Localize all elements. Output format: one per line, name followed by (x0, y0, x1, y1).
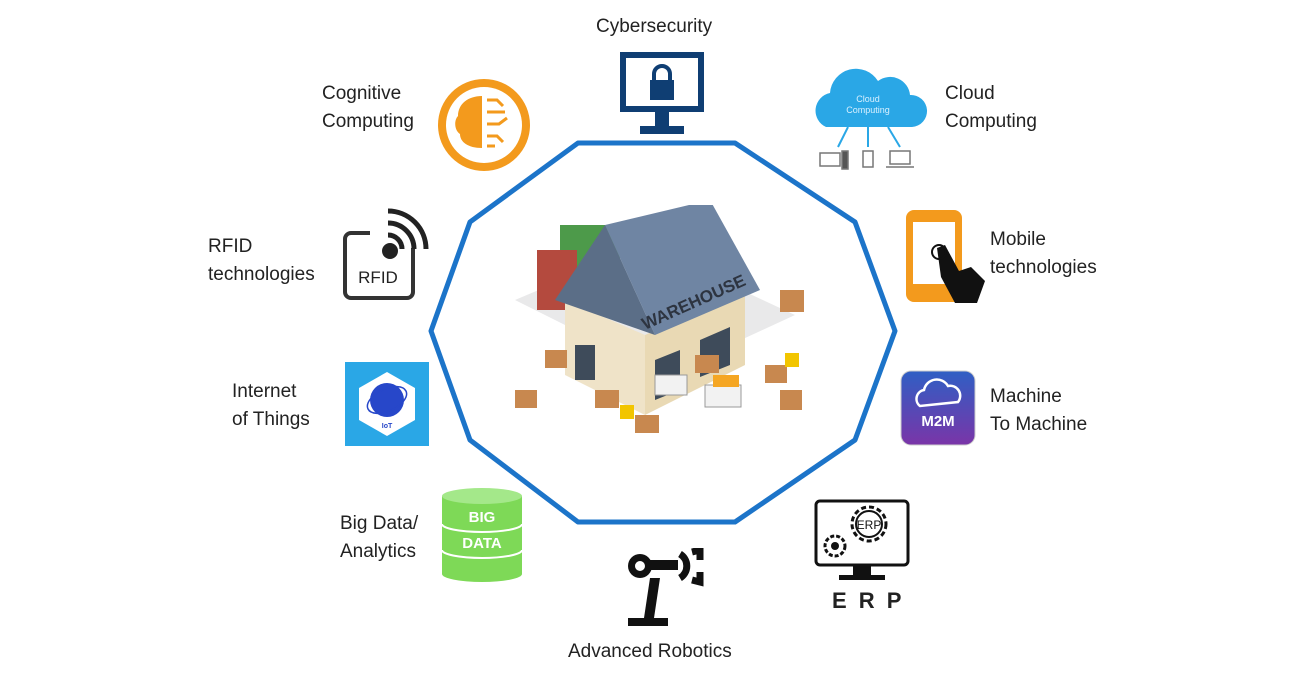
m2m-cloud-icon: M2M (900, 370, 976, 446)
label-line: Internet (232, 381, 297, 402)
label-line: Machine (990, 386, 1062, 407)
database-cylinder-icon: BIG DATA (441, 488, 523, 582)
label-advanced-robotics: Advanced Robotics (568, 641, 732, 662)
bigdata-icon-text: DATA (462, 535, 502, 552)
label-line: Cognitive (322, 83, 402, 104)
lock-monitor-icon (620, 52, 704, 134)
label-cloud-computing: Cloud Computing (945, 80, 1037, 136)
bigdata-icon-text: BIG (469, 509, 496, 526)
label-mobile-technologies: Mobile technologies (990, 226, 1097, 282)
label-cognitive-computing: Cognitive Computing (322, 80, 414, 136)
label-line: Cloud (945, 83, 995, 104)
label-line: technologies (990, 257, 1097, 278)
brain-circuit-icon (438, 79, 530, 171)
label-line: Computing (945, 111, 1037, 132)
label-line: Mobile (990, 229, 1046, 250)
label-line: technologies (208, 264, 315, 285)
rfid-icon-text: RFID (358, 268, 398, 287)
label-line: of Things (232, 409, 310, 430)
label-rfid-technologies: RFID technologies (208, 233, 315, 289)
erp-icon-text: ERP (857, 518, 882, 532)
label-line: To Machine (990, 414, 1088, 435)
warehouse-illustration: WAREHOUSE (515, 205, 804, 433)
label-line: Computing (322, 111, 414, 132)
label-line: RFID (208, 236, 253, 257)
cloud-icon-text: Cloud (856, 94, 880, 104)
cloud-computing-icon: Cloud Computing (815, 68, 928, 170)
label-erp: E R P (832, 588, 905, 613)
label-big-data-analytics: Big Data/ Analytics (340, 510, 418, 566)
label-internet-of-things: Internet of Things (232, 378, 310, 434)
label-line: Big Data/ (340, 513, 419, 534)
iot-globe-icon: IoT (345, 362, 429, 446)
erp-gears-monitor-icon: ERP (814, 499, 910, 580)
mobile-touch-icon (906, 210, 985, 303)
rfid-tag-icon: RFID (343, 208, 429, 300)
label-machine-to-machine: Machine To Machine (990, 383, 1087, 439)
m2m-icon-text: M2M (921, 413, 954, 430)
iot-icon-text: IoT (382, 423, 393, 430)
cloud-icon-text: Computing (846, 105, 890, 115)
label-line: Analytics (340, 541, 417, 562)
label-cybersecurity: Cybersecurity (596, 16, 713, 37)
robot-arm-icon (628, 548, 704, 626)
